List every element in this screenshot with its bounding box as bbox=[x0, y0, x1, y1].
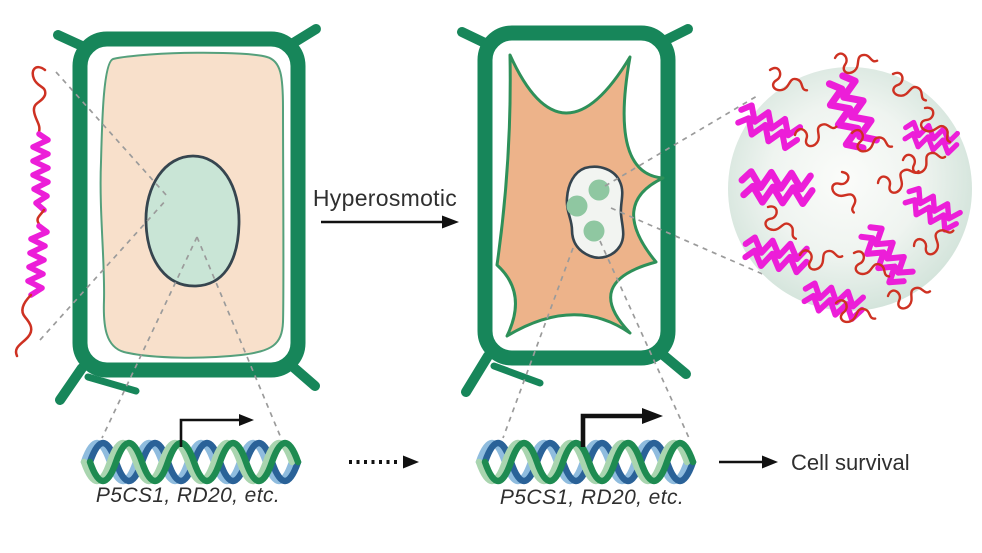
left-nucleus bbox=[144, 154, 241, 288]
nuclear-condensates bbox=[566, 179, 610, 242]
right-zoom-dashed-lines bbox=[502, 95, 798, 439]
right-cell bbox=[457, 24, 693, 397]
survival-arrow bbox=[719, 455, 778, 469]
condensate-boundary bbox=[728, 67, 972, 311]
left-cell bbox=[53, 24, 321, 405]
transcription-arrow-strong bbox=[580, 408, 663, 447]
dna-left bbox=[84, 414, 298, 481]
induction-dotted-arrow bbox=[349, 455, 419, 469]
genes-label-left: P5CS1, RD20, etc. bbox=[95, 484, 281, 507]
right-cell-wall bbox=[457, 24, 693, 397]
left-cell-wall bbox=[53, 24, 321, 405]
stress-arrow bbox=[321, 215, 459, 229]
transcription-arrow-weak bbox=[179, 414, 254, 447]
hyperosmotic-label: Hyperosmotic bbox=[312, 185, 458, 211]
left-zoom-dashed-lines bbox=[39, 71, 282, 439]
idr-coiled-coil-protein bbox=[14, 65, 51, 358]
dna-right bbox=[479, 408, 693, 481]
condensate-zoom-circle bbox=[728, 46, 972, 328]
cell-survival-label: Cell survival bbox=[791, 450, 910, 475]
genes-label-right: P5CS1, RD20, etc. bbox=[499, 486, 685, 509]
